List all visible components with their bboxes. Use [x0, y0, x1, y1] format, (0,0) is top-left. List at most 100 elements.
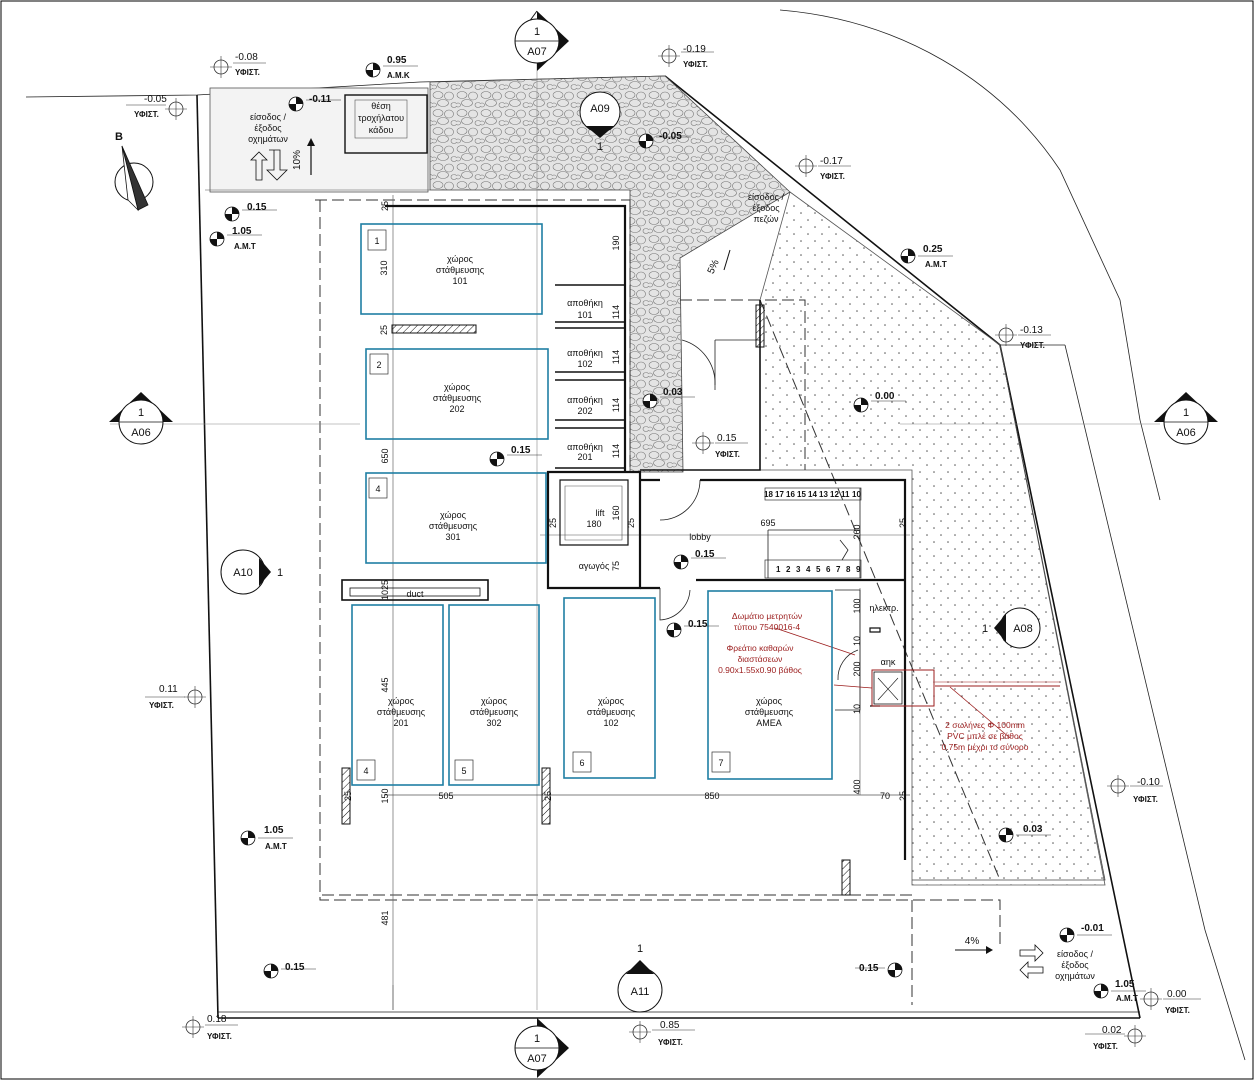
stair-step: 12 — [830, 490, 839, 499]
level-value: 0.15 — [859, 963, 879, 974]
level-type: Α.Μ.Κ — [387, 71, 410, 80]
pipes-note: PVC μπλέ σε βάθος — [947, 731, 1023, 741]
space-label: στάθμευσης — [429, 521, 478, 531]
dimension: 445 — [380, 677, 390, 692]
level-value: 0.95 — [387, 55, 407, 66]
level-marker: 0.95Α.Μ.Κ — [365, 55, 418, 80]
storage-label: 102 — [577, 359, 592, 369]
parking-space-102: 6 χώρος στάθμευσης 102 — [563, 597, 656, 779]
section-number: 1 — [637, 943, 643, 955]
level-type: Α.Μ.Τ — [234, 242, 256, 251]
level-type: ΥΦΙΣΤ. — [134, 110, 159, 119]
dimension: 150 — [380, 788, 390, 803]
dimension: 200 — [852, 661, 862, 676]
dimension: 850 — [704, 791, 719, 801]
level-value: 0.15 — [717, 433, 737, 444]
level-type: ΥΦΙΣΤ. — [207, 1032, 232, 1041]
level-type: ΥΦΙΣΤ. — [1093, 1042, 1118, 1051]
level-value: -0.05 — [659, 131, 682, 142]
dimension: 25 — [343, 791, 353, 801]
level-type: ΥΦΙΣΤ. — [1020, 341, 1045, 350]
section-sheet: A10 — [233, 567, 253, 579]
space-label: στάθμευσης — [436, 265, 485, 275]
dimension: 25 — [379, 325, 389, 335]
stair-step: 18 — [764, 490, 773, 499]
level-value: 0.15 — [511, 445, 531, 456]
space-number: 1 — [374, 236, 379, 246]
space-label: χώρος — [481, 696, 508, 706]
level-marker: -0.05 — [638, 131, 691, 149]
storage-label: αποθήκη — [567, 348, 603, 358]
level-marker: 1.05Α.Μ.Τ — [240, 825, 293, 851]
level-type: Α.Μ.Τ — [1116, 994, 1138, 1003]
dimension: 114 — [611, 305, 621, 319]
parking-space-301: 4 χώρος στάθμευσης 301 — [365, 472, 547, 564]
pedestrian-entrance-label: πεζών — [753, 214, 779, 224]
bin-label: τροχήλατου — [358, 113, 404, 123]
space-label: 102 — [603, 718, 618, 728]
level-marker: 0.15 — [489, 445, 542, 467]
dimension: 1025 — [380, 580, 390, 600]
section-number: 1 — [138, 407, 144, 419]
storage-label: αποθήκη — [567, 298, 603, 308]
manhole-note: 0.90x1.55x0.90 βάθος — [718, 665, 802, 675]
space-label: 302 — [486, 718, 501, 728]
level-value: -0.01 — [1081, 923, 1104, 934]
duct-label: duct — [406, 589, 424, 599]
section-marker-a08: A08 1 — [982, 607, 1041, 649]
up-arrow-icon — [250, 151, 268, 181]
storage-label: 201 — [577, 452, 592, 462]
vehicle-entrance-label: είσοδος / — [1057, 949, 1093, 959]
level-type: ΥΦΙΣΤ. — [683, 60, 708, 69]
dimension: 695 — [760, 518, 775, 528]
level-value: 0.25 — [923, 244, 943, 255]
vehicle-entrance-label: έξοδος — [254, 123, 282, 133]
dimension: 160 — [611, 505, 621, 520]
section-number: 1 — [534, 1033, 540, 1045]
vehicle-entrance-label: είσοδος / — [250, 112, 286, 122]
level-value: -0.19 — [683, 44, 706, 55]
space-label: στάθμευσης — [745, 707, 794, 717]
vehicle-entrance-label: οχημάτων — [248, 134, 288, 144]
level-value: -0.10 — [1137, 777, 1160, 788]
parking-space-202: 2 χώρος στάθμευσης 202 — [365, 348, 549, 440]
level-marker: 0.15 — [263, 962, 316, 979]
dimension: 260 — [852, 524, 862, 539]
stair-step: 9 — [856, 565, 861, 574]
stair-numbers: 18 17 16 15 14 13 12 11 10 1 2 3 4 5 6 7… — [764, 490, 861, 574]
level-type: ΥΦΙΣΤ. — [658, 1038, 683, 1047]
level-value: 1.05 — [264, 825, 284, 836]
level-marker: 0.15 — [855, 962, 903, 978]
level-marker: 0.15 — [666, 619, 719, 638]
level-type: Α.Μ.Τ — [265, 842, 287, 851]
level-marker: 0.15 — [224, 202, 277, 222]
level-marker: 1.05Α.Μ.Τ — [1093, 979, 1146, 1003]
walls — [385, 204, 907, 860]
level-value: 0.03 — [663, 387, 683, 398]
storage-label: αποθήκη — [567, 442, 603, 452]
stair-step: 4 — [806, 565, 811, 574]
vehicle-entrance — [209, 87, 429, 193]
lift-label: lift — [596, 508, 605, 518]
section-sheet: A07 — [527, 46, 547, 58]
vehicle-entrance-label: οχημάτων — [1055, 971, 1095, 981]
lift-dimension: 180 — [586, 519, 601, 529]
section-number: 1 — [277, 567, 283, 579]
space-label: χώρος — [440, 510, 467, 520]
section-number: 1 — [534, 26, 540, 38]
space-label: στάθμευσης — [587, 707, 636, 717]
pebble-paving — [429, 75, 791, 473]
level-value: 0.00 — [1167, 989, 1187, 1000]
vehicle-entrance-label: έξοδος — [1061, 960, 1089, 970]
grid-lines — [110, 40, 1160, 1010]
dimension: 310 — [379, 260, 389, 275]
stair-step: 6 — [826, 565, 831, 574]
space-number: 4 — [375, 484, 380, 494]
